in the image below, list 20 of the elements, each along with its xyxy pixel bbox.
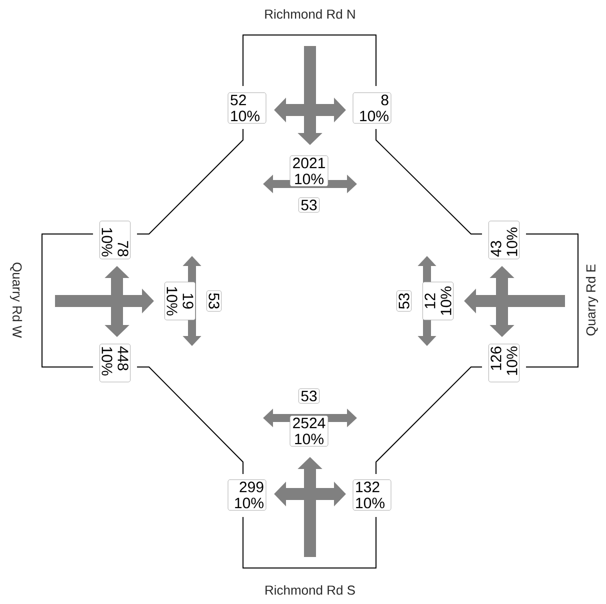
count-box: 53 [396,290,412,312]
road-name: Quarry Rd W [10,262,22,338]
road-name: Richmond Rd S [266,585,355,595]
count-box: 448 10% [100,344,131,382]
count-box: 299 10% [228,479,266,510]
count-box: 126 10% [488,344,520,382]
count-box: 132 10% [352,479,392,510]
count-box: 78 10% [100,220,131,260]
count-box: 43 10% [488,220,520,260]
count-box: 2524 10% [290,415,328,446]
count-box: 19 10% [164,282,196,320]
count-box: 53 [298,388,320,404]
road-name: Richmond Rd N [265,9,355,19]
count-box: 53 [206,290,222,312]
count-box: 53 [298,197,320,212]
count-box: 52 10% [228,92,266,124]
count-box: 8 10% [352,92,392,124]
count-box: 2021 10% [290,155,328,186]
road-name: Quarry Rd E [586,264,598,336]
count-box: 12 10% [422,282,454,320]
